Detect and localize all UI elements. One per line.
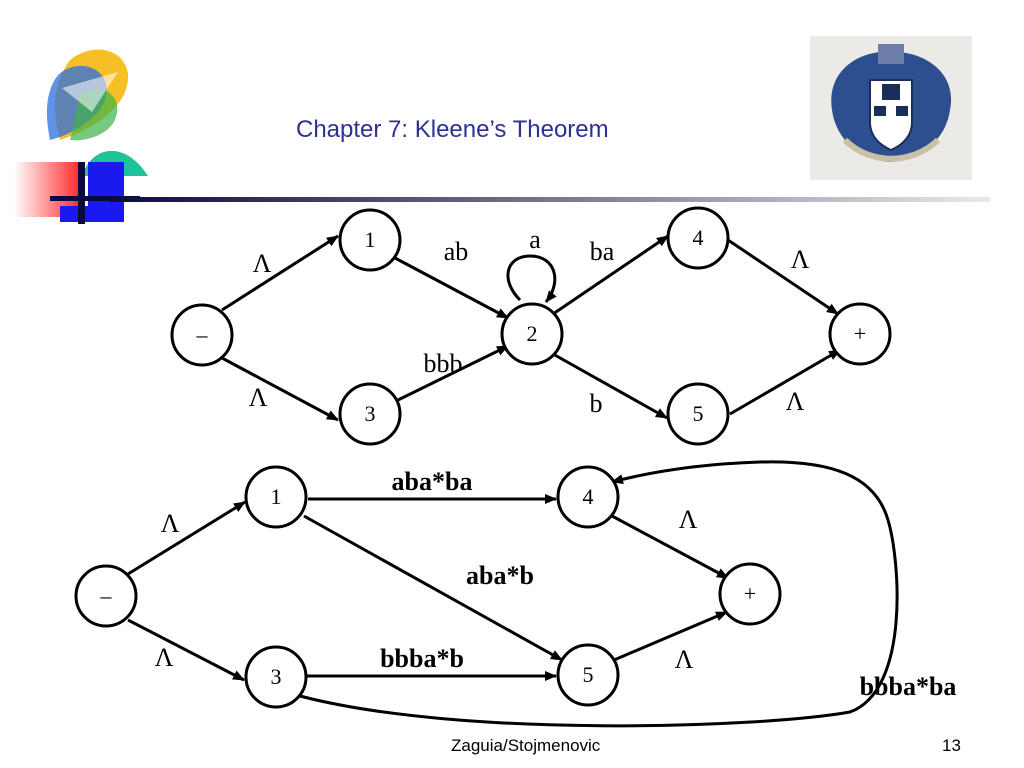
bottom-node-1-label: 1: [271, 484, 282, 509]
bottom-node-final-label: +: [744, 581, 756, 606]
top-edge-loop-2: [506, 254, 557, 303]
top-edge-start-1: [221, 234, 339, 312]
bottom-edge-start-3: [127, 618, 245, 682]
top-node-4-label: 4: [693, 225, 704, 250]
page-number: 13: [942, 736, 961, 755]
bottom-edge-start-1: [127, 500, 246, 576]
bottom-diagram: [74, 460, 899, 728]
top-node-final-label: +: [854, 321, 866, 346]
top-node-start: [170, 303, 234, 367]
top-edge-2-5: [552, 352, 668, 420]
top-edge-2-4: [552, 234, 669, 316]
bottom-node-start: [74, 564, 138, 628]
top-node-3: [338, 382, 402, 446]
top-label-1-2: ab: [444, 237, 469, 266]
top-label-4-final: Λ: [791, 245, 810, 274]
bottom-label-start-3: Λ: [155, 643, 174, 672]
top-edge-start-3: [221, 356, 339, 422]
top-label-3-2: bbb: [424, 349, 463, 378]
top-node-1-label: 1: [365, 227, 376, 252]
bottom-node-final: [718, 562, 782, 626]
bottom-node-start-label: –: [100, 583, 113, 608]
top-node-1: [338, 208, 402, 272]
bottom-node-1: [244, 465, 308, 529]
bottom-label-3-5: bbba*b: [380, 644, 464, 673]
top-edge-4-final: [727, 238, 839, 316]
top-label-start-1: Λ: [253, 249, 272, 278]
bottom-edge-3-4: [299, 460, 899, 728]
top-node-final: [828, 302, 892, 366]
bottom-node-3: [244, 645, 308, 709]
top-node-4: [666, 206, 730, 270]
top-label-2-5: b: [590, 389, 603, 418]
bottom-node-5-label: 5: [583, 662, 594, 687]
top-node-5-label: 5: [693, 401, 704, 426]
bottom-label-1-4: aba*ba: [392, 467, 473, 496]
university-logo-icon: [14, 49, 148, 224]
bottom-label-start-1: Λ: [161, 509, 180, 538]
bottom-label-5-final: Λ: [675, 645, 694, 674]
bottom-edge-4-final: [611, 514, 729, 580]
bottom-node-4: [556, 465, 620, 529]
bottom-edge-1-5: [303, 514, 563, 662]
top-node-start-label: –: [196, 322, 209, 347]
bottom-node-5: [556, 643, 620, 707]
top-edge-5-final: [729, 348, 841, 416]
top-label-5-final: Λ: [786, 387, 805, 416]
top-label-start-3: Λ: [249, 383, 268, 412]
top-node-2-label: 2: [527, 321, 538, 346]
top-node-5: [666, 382, 730, 446]
top-label-loop-2: a: [529, 225, 541, 254]
bottom-node-3-label: 3: [271, 664, 282, 689]
top-label-2-4: ba: [590, 237, 615, 266]
bottom-label-1-5: aba*b: [466, 561, 534, 590]
footer-author: Zaguia/Stojmenovic: [451, 736, 601, 755]
bottom-label-3-4: bbba*ba: [860, 672, 957, 701]
top-edge-3-2: [397, 344, 509, 402]
bottom-node-4-label: 4: [583, 484, 594, 509]
bottom-edge-5-final: [613, 610, 728, 662]
top-edge-1-2: [394, 256, 509, 320]
bottom-label-4-final: Λ: [679, 505, 698, 534]
top-diagram: [170, 206, 892, 446]
crest-seal-icon: [810, 36, 972, 180]
top-node-2: [500, 302, 564, 366]
page-title: Chapter 7: Kleene’s Theorem: [296, 116, 609, 143]
top-node-3-label: 3: [365, 401, 376, 426]
